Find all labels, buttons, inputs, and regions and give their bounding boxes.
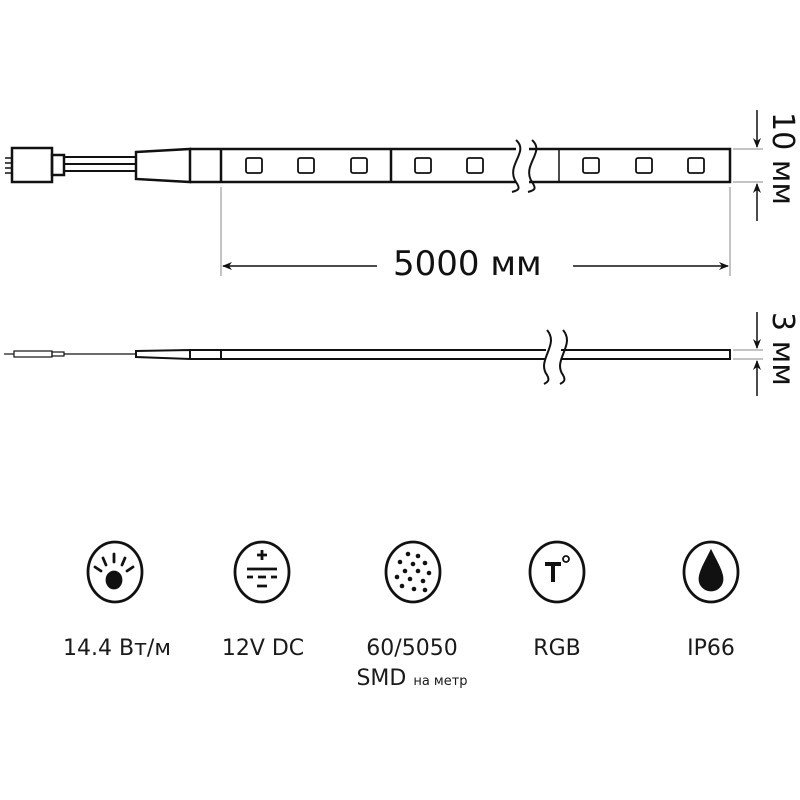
water-drop-icon	[682, 540, 740, 604]
dc-voltage-icon	[233, 540, 291, 604]
length-label: 5000 мм	[393, 244, 542, 284]
color-temperature-icon	[528, 540, 586, 604]
spec-voltage-label: 12V DC	[221, 636, 305, 661]
width-label: 10 мм	[765, 112, 800, 205]
spec-led-sub-main: SMD	[356, 666, 407, 691]
thickness-label: 3 мм	[765, 312, 800, 386]
connector	[5, 146, 192, 184]
power-icon	[86, 540, 144, 604]
led-chips	[245, 157, 705, 174]
spec-led-sub: SMD на метр	[332, 666, 492, 691]
width-dimension	[733, 110, 763, 221]
spec-ip-label: IP66	[687, 636, 735, 661]
spec-led-label: 60/5050	[366, 636, 458, 661]
strip-body	[190, 147, 732, 184]
strip-top-view	[5, 139, 732, 193]
spec-color-label: RGB	[533, 636, 581, 661]
led-dots-icon	[384, 540, 442, 604]
length-dimension	[220, 187, 731, 276]
spec-power-label: 14.4 Вт/м	[63, 636, 171, 661]
thickness-dimension	[733, 312, 763, 396]
strip-side-view	[4, 329, 731, 385]
spec-led-sub-small: на метр	[413, 674, 468, 689]
